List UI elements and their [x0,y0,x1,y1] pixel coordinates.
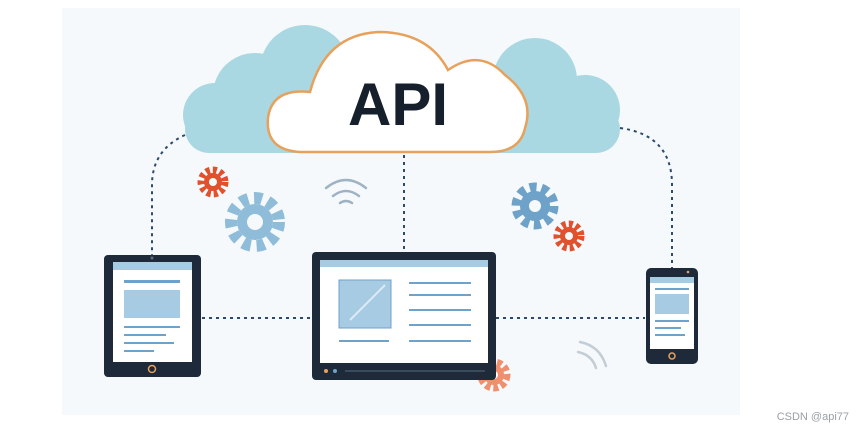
wifi-icon [324,178,368,205]
gear-icon [225,192,285,252]
gear-icon [197,166,229,198]
gear-icon [511,182,559,230]
connection-lines [151,127,673,319]
gear-icon [553,220,585,252]
line-cloud-to-phone [619,127,673,268]
wifi-icon [576,340,608,370]
watermark: CSDN @api77 [776,411,849,423]
laptop-icon [312,252,496,380]
cloud-label: API [348,71,448,138]
line-cloud-to-tablet [151,134,186,255]
cloud-icon: API [183,25,620,154]
tablet-icon [104,255,201,377]
phone-icon [646,268,698,364]
cloud-outline [266,30,529,154]
